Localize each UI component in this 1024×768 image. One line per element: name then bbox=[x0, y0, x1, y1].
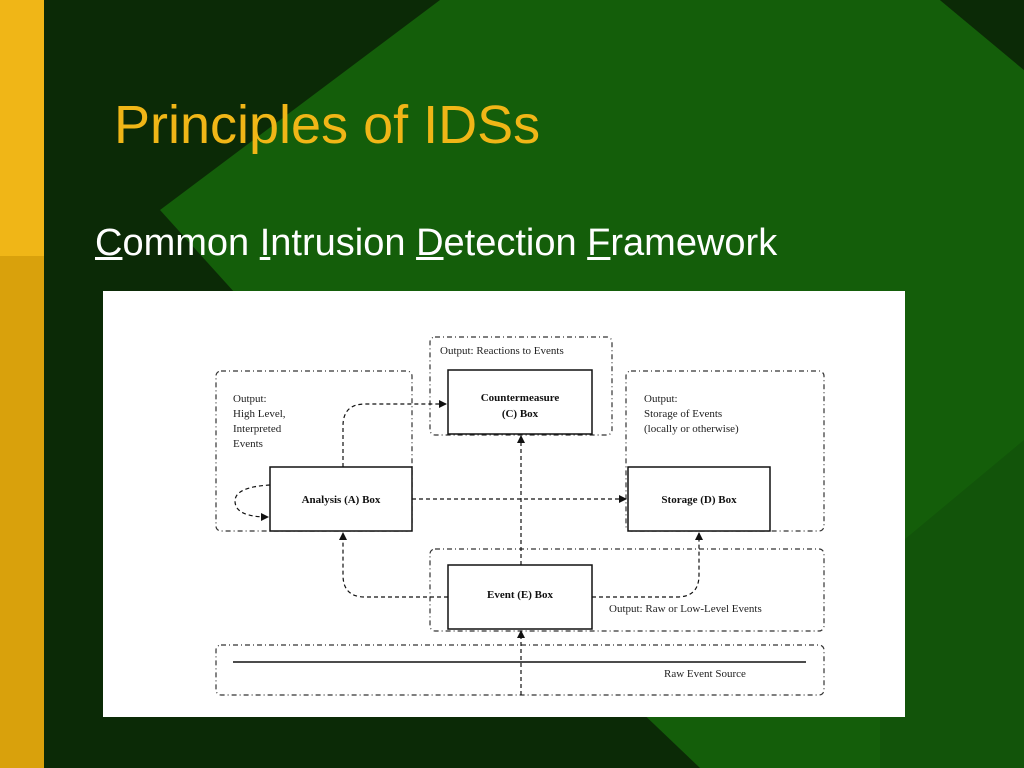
subtitle-word-framework: Framework bbox=[587, 222, 778, 264]
event-box bbox=[447, 564, 593, 630]
acronym-initial-c: C bbox=[95, 222, 123, 264]
acronym-initial-d: D bbox=[416, 222, 444, 264]
slide-title: Principles of IDSs bbox=[114, 95, 541, 155]
storage-box bbox=[627, 466, 771, 532]
arrow-event-to-storage bbox=[592, 532, 703, 598]
raw-event-source-label: Raw Event Source bbox=[664, 668, 746, 680]
analysis-box-label: Analysis (A) Box bbox=[302, 494, 381, 506]
countermeasure-box bbox=[447, 369, 593, 435]
subtitle-word-detection: Detection bbox=[416, 222, 577, 264]
raw-output-label: Output: Raw or Low-Level Events bbox=[609, 603, 762, 615]
slide-subtitle: Common Intrusion Detection Framework bbox=[95, 222, 777, 265]
high-level-output-line2: High Level, bbox=[233, 408, 286, 420]
raw-output-region bbox=[429, 548, 825, 632]
high-level-output-line4: Events bbox=[233, 438, 263, 450]
event-box-label: Event (E) Box bbox=[487, 589, 554, 601]
acronym-initial-f: F bbox=[587, 222, 611, 264]
storage-output-line2: Storage of Events bbox=[644, 408, 722, 420]
storage-output-line3: (locally or otherwise) bbox=[644, 423, 739, 435]
high-level-output-line3: Interpreted bbox=[233, 423, 282, 435]
arrow-analysis-loop bbox=[234, 484, 271, 521]
reactions-output-label: Output: Reactions to Events bbox=[440, 345, 564, 357]
countermeasure-box-label-line1: Countermeasure bbox=[481, 392, 560, 404]
accent-bar-top bbox=[0, 0, 44, 256]
cidf-diagram: Countermeasure (C) Box Analysis (A) Box … bbox=[103, 291, 905, 717]
subtitle-word-common: Common bbox=[95, 222, 250, 264]
countermeasure-box-label-line2: (C) Box bbox=[502, 408, 539, 420]
accent-bar-bottom bbox=[0, 256, 44, 768]
acronym-initial-i: I bbox=[259, 222, 271, 264]
subtitle-word-intrusion: Intrusion bbox=[259, 222, 406, 264]
raw-event-source-region bbox=[215, 644, 825, 696]
storage-box-label: Storage (D) Box bbox=[661, 494, 737, 506]
high-level-output-line1: Output: bbox=[233, 393, 267, 405]
arrow-analysis-to-countermeasure bbox=[342, 400, 447, 467]
storage-output-line1: Output: bbox=[644, 393, 678, 405]
arrow-event-to-analysis bbox=[339, 532, 448, 598]
